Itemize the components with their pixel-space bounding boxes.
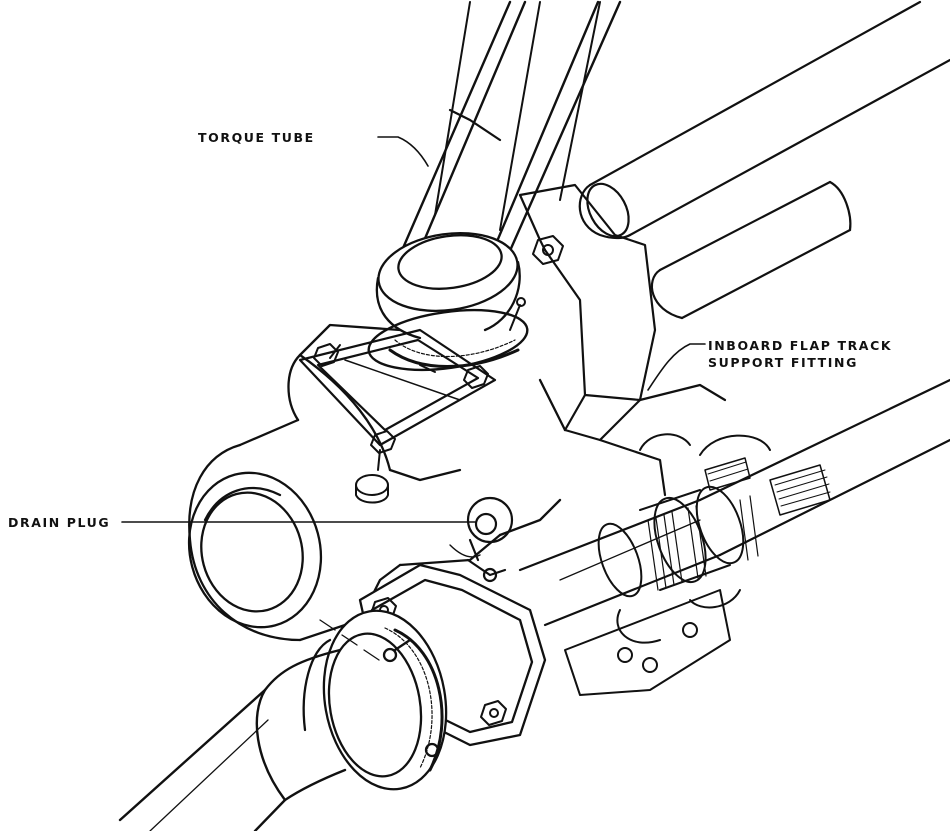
cover-plate xyxy=(298,328,497,447)
lower-clamp-band xyxy=(382,627,444,772)
drain-plug-callout: DRAIN PLUG xyxy=(8,515,476,530)
spline-teeth xyxy=(647,495,759,591)
flap-track-label-line1: INBOARD FLAP TRACK xyxy=(708,338,892,353)
upper-collar xyxy=(375,231,521,340)
far-right-tube xyxy=(650,180,852,320)
torque-tube-label: TORQUE TUBE xyxy=(198,130,315,145)
cover-plate-nut xyxy=(355,474,389,504)
upper-right-tube xyxy=(578,0,950,240)
cover-plate-bolts xyxy=(313,343,489,471)
flap-track-leader xyxy=(647,343,706,391)
torque-tube-leader xyxy=(377,136,429,167)
center-reference-line xyxy=(319,619,380,661)
rear-diagonal-rod xyxy=(434,1,601,231)
inboard-flap-track-support-fitting xyxy=(448,108,727,497)
shaft-end-fitting xyxy=(616,433,771,644)
gearbox-housing xyxy=(188,323,567,642)
spline-coupling xyxy=(597,485,745,598)
torque-tube-callout: TORQUE TUBE xyxy=(198,130,429,167)
main-torque-tube xyxy=(398,0,622,264)
drain-plug xyxy=(449,496,514,583)
fitting-bolt xyxy=(532,235,564,265)
upper-clamp-band xyxy=(367,308,529,372)
flap-track-label-line2: SUPPORT FITTING xyxy=(708,355,858,370)
shaft-cutaway-section xyxy=(704,457,831,516)
mounting-flange xyxy=(564,589,731,696)
drain-plug-label: DRAIN PLUG xyxy=(8,515,110,530)
housing-bore xyxy=(187,471,323,629)
output-shaft xyxy=(518,378,950,627)
flap-track-callout: INBOARD FLAP TRACK SUPPORT FITTING xyxy=(647,338,892,391)
upper-clamp-screw xyxy=(419,297,526,373)
lower-torque-tube xyxy=(118,648,347,831)
